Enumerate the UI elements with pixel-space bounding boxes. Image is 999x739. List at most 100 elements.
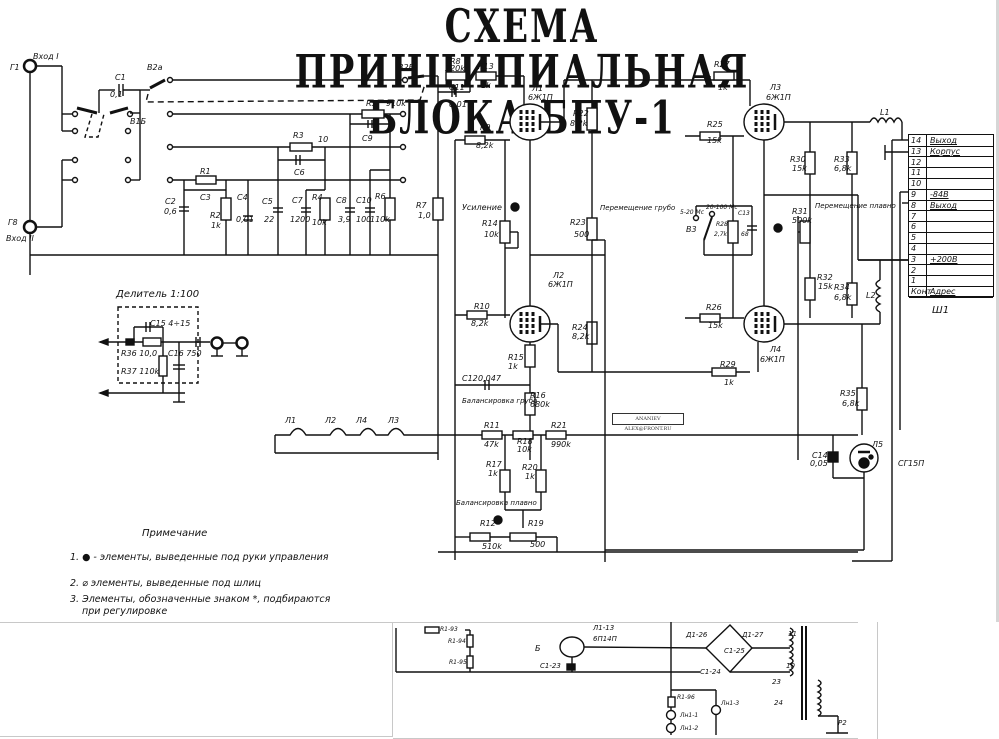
value-r16: 680k: [530, 400, 550, 409]
connector-pin-desc: Выход: [930, 200, 957, 210]
value-c1: 0,1: [110, 90, 123, 99]
label-switch-b2b: В2Б: [398, 63, 415, 72]
value-r10: 8,2k: [471, 319, 489, 328]
connector-pin: 10: [911, 179, 922, 189]
label-r8: R8: [450, 57, 461, 66]
connector-row: 2: [909, 265, 993, 277]
label-r27: R27: [714, 60, 731, 69]
value-r24: 8,2k: [572, 332, 590, 341]
label-switch-b3: В3: [686, 225, 697, 234]
value-r32: 15k: [818, 282, 833, 291]
label-r20: R20: [522, 463, 538, 472]
ps-label-r95: R1-95: [449, 659, 467, 666]
blank-page-area: [0, 622, 393, 737]
label-c12: C12: [462, 374, 478, 383]
connector-pin: 8: [911, 200, 917, 210]
filament-label-1: Л1: [284, 416, 296, 425]
value-r28: 2,7k: [714, 231, 728, 238]
power-supply-fragment: [395, 622, 848, 735]
value-r21: 990k: [551, 440, 571, 449]
label-c1: C1: [115, 73, 126, 82]
value-r12: 510k: [482, 542, 502, 551]
label-c6: C6: [294, 168, 305, 177]
label-r7: R7: [416, 201, 428, 210]
ps-label-c24: C1-24: [700, 668, 721, 676]
connector-pin-desc: Адрес: [930, 287, 956, 297]
value-c5: 22: [264, 215, 274, 224]
connector-pin: 6: [911, 222, 917, 232]
value-r30: 15k: [792, 164, 807, 173]
label-r32: R32: [817, 273, 833, 282]
label-r11: R11: [484, 421, 500, 430]
blank-page-area-right: [877, 622, 999, 739]
connector-pin: 13: [911, 146, 922, 156]
annotation-v3-pos1: 5-20 Mc: [680, 209, 705, 216]
label-r6: R6: [375, 192, 386, 201]
ps-label-lamp2: Лн1-2: [679, 725, 698, 732]
notes-heading: Примечание: [142, 528, 208, 539]
divider-title: Делитель 1:100: [115, 289, 199, 300]
divider-c15: C15 4÷15: [150, 319, 190, 328]
value-r15: 1k: [508, 362, 518, 371]
connector-pin: Конт: [911, 287, 932, 297]
value-r3: 10: [318, 135, 328, 144]
connector-pin: 3: [911, 254, 917, 264]
label-r22: R22: [573, 109, 589, 118]
value-r5: 910k: [386, 99, 406, 108]
input-jack-2[interactable]: [22, 219, 38, 235]
label-r26: R26: [706, 303, 722, 312]
label-c9: C9: [362, 134, 373, 143]
value-c8: 3,9: [338, 215, 351, 224]
label-r12: R12: [480, 519, 496, 528]
value-c13: 68: [741, 231, 749, 238]
connector-pin: 7: [911, 211, 917, 221]
filament-label-2: Л2: [324, 416, 336, 425]
value-r7: 1,0: [418, 211, 431, 220]
tube-ref-l2: Л2: [552, 271, 564, 280]
connector-ref: Ш1: [932, 305, 950, 316]
value-r34: 6,8k: [834, 293, 852, 302]
ps-label-r93: R1-93: [440, 626, 458, 633]
tube-ref-l4: Л4: [769, 345, 781, 354]
label-r31: R31: [792, 207, 808, 216]
annotation-gain: Усиление: [462, 203, 502, 212]
label-r2: R2: [210, 211, 221, 220]
label-r17: R17: [486, 460, 503, 469]
value-r17: 1k: [488, 469, 498, 478]
ps-label-24: 24: [774, 699, 783, 707]
connector-row: 8 Выход: [909, 200, 993, 212]
input-ref-g1: Г1: [10, 63, 20, 72]
tube-type-l5: СГ15П: [898, 459, 924, 468]
connector-pin-desc: -84В: [930, 190, 949, 199]
connector-pin: 2: [911, 265, 917, 275]
ps-tube-type: 6П14П: [593, 635, 618, 643]
note-item-3-cont: при регулировке: [82, 606, 168, 617]
tube-type-l4: 6Ж1П: [760, 355, 785, 364]
tube-type-l1: 6Ж1П: [528, 93, 553, 102]
input-ref-g2: Г8: [8, 218, 18, 227]
note-item-1: 1. ● - элементы, выведенные под руки упр…: [70, 552, 329, 563]
ps-label-c23: C1-23: [540, 662, 561, 670]
value-r23: 500: [574, 230, 589, 239]
label-r19: R19: [528, 519, 544, 528]
value-r19: 500: [530, 540, 545, 549]
value-c4: 0,01: [236, 215, 254, 224]
ps-label-lamp3: Лн1-3: [720, 700, 739, 707]
label-l2: L2: [866, 291, 876, 300]
tube-type-l3: 6Ж1П: [766, 93, 791, 102]
label-c5: C5: [262, 197, 273, 206]
label-c3: C3: [200, 193, 211, 202]
tube-ref-l3: Л3: [769, 83, 781, 92]
tube-ref-l5: Л5: [871, 440, 883, 449]
label-r29: R29: [720, 360, 736, 369]
label-r28: R28: [716, 221, 728, 228]
label-c11: C11: [449, 83, 465, 92]
input-jack-1[interactable]: [22, 58, 38, 74]
ps-label-11: 11: [788, 630, 797, 638]
label-r35: R35: [840, 389, 856, 398]
label-r21: R21: [551, 421, 567, 430]
label-r33: R33: [834, 155, 850, 164]
label-switch-b2a: В2а: [147, 63, 163, 72]
